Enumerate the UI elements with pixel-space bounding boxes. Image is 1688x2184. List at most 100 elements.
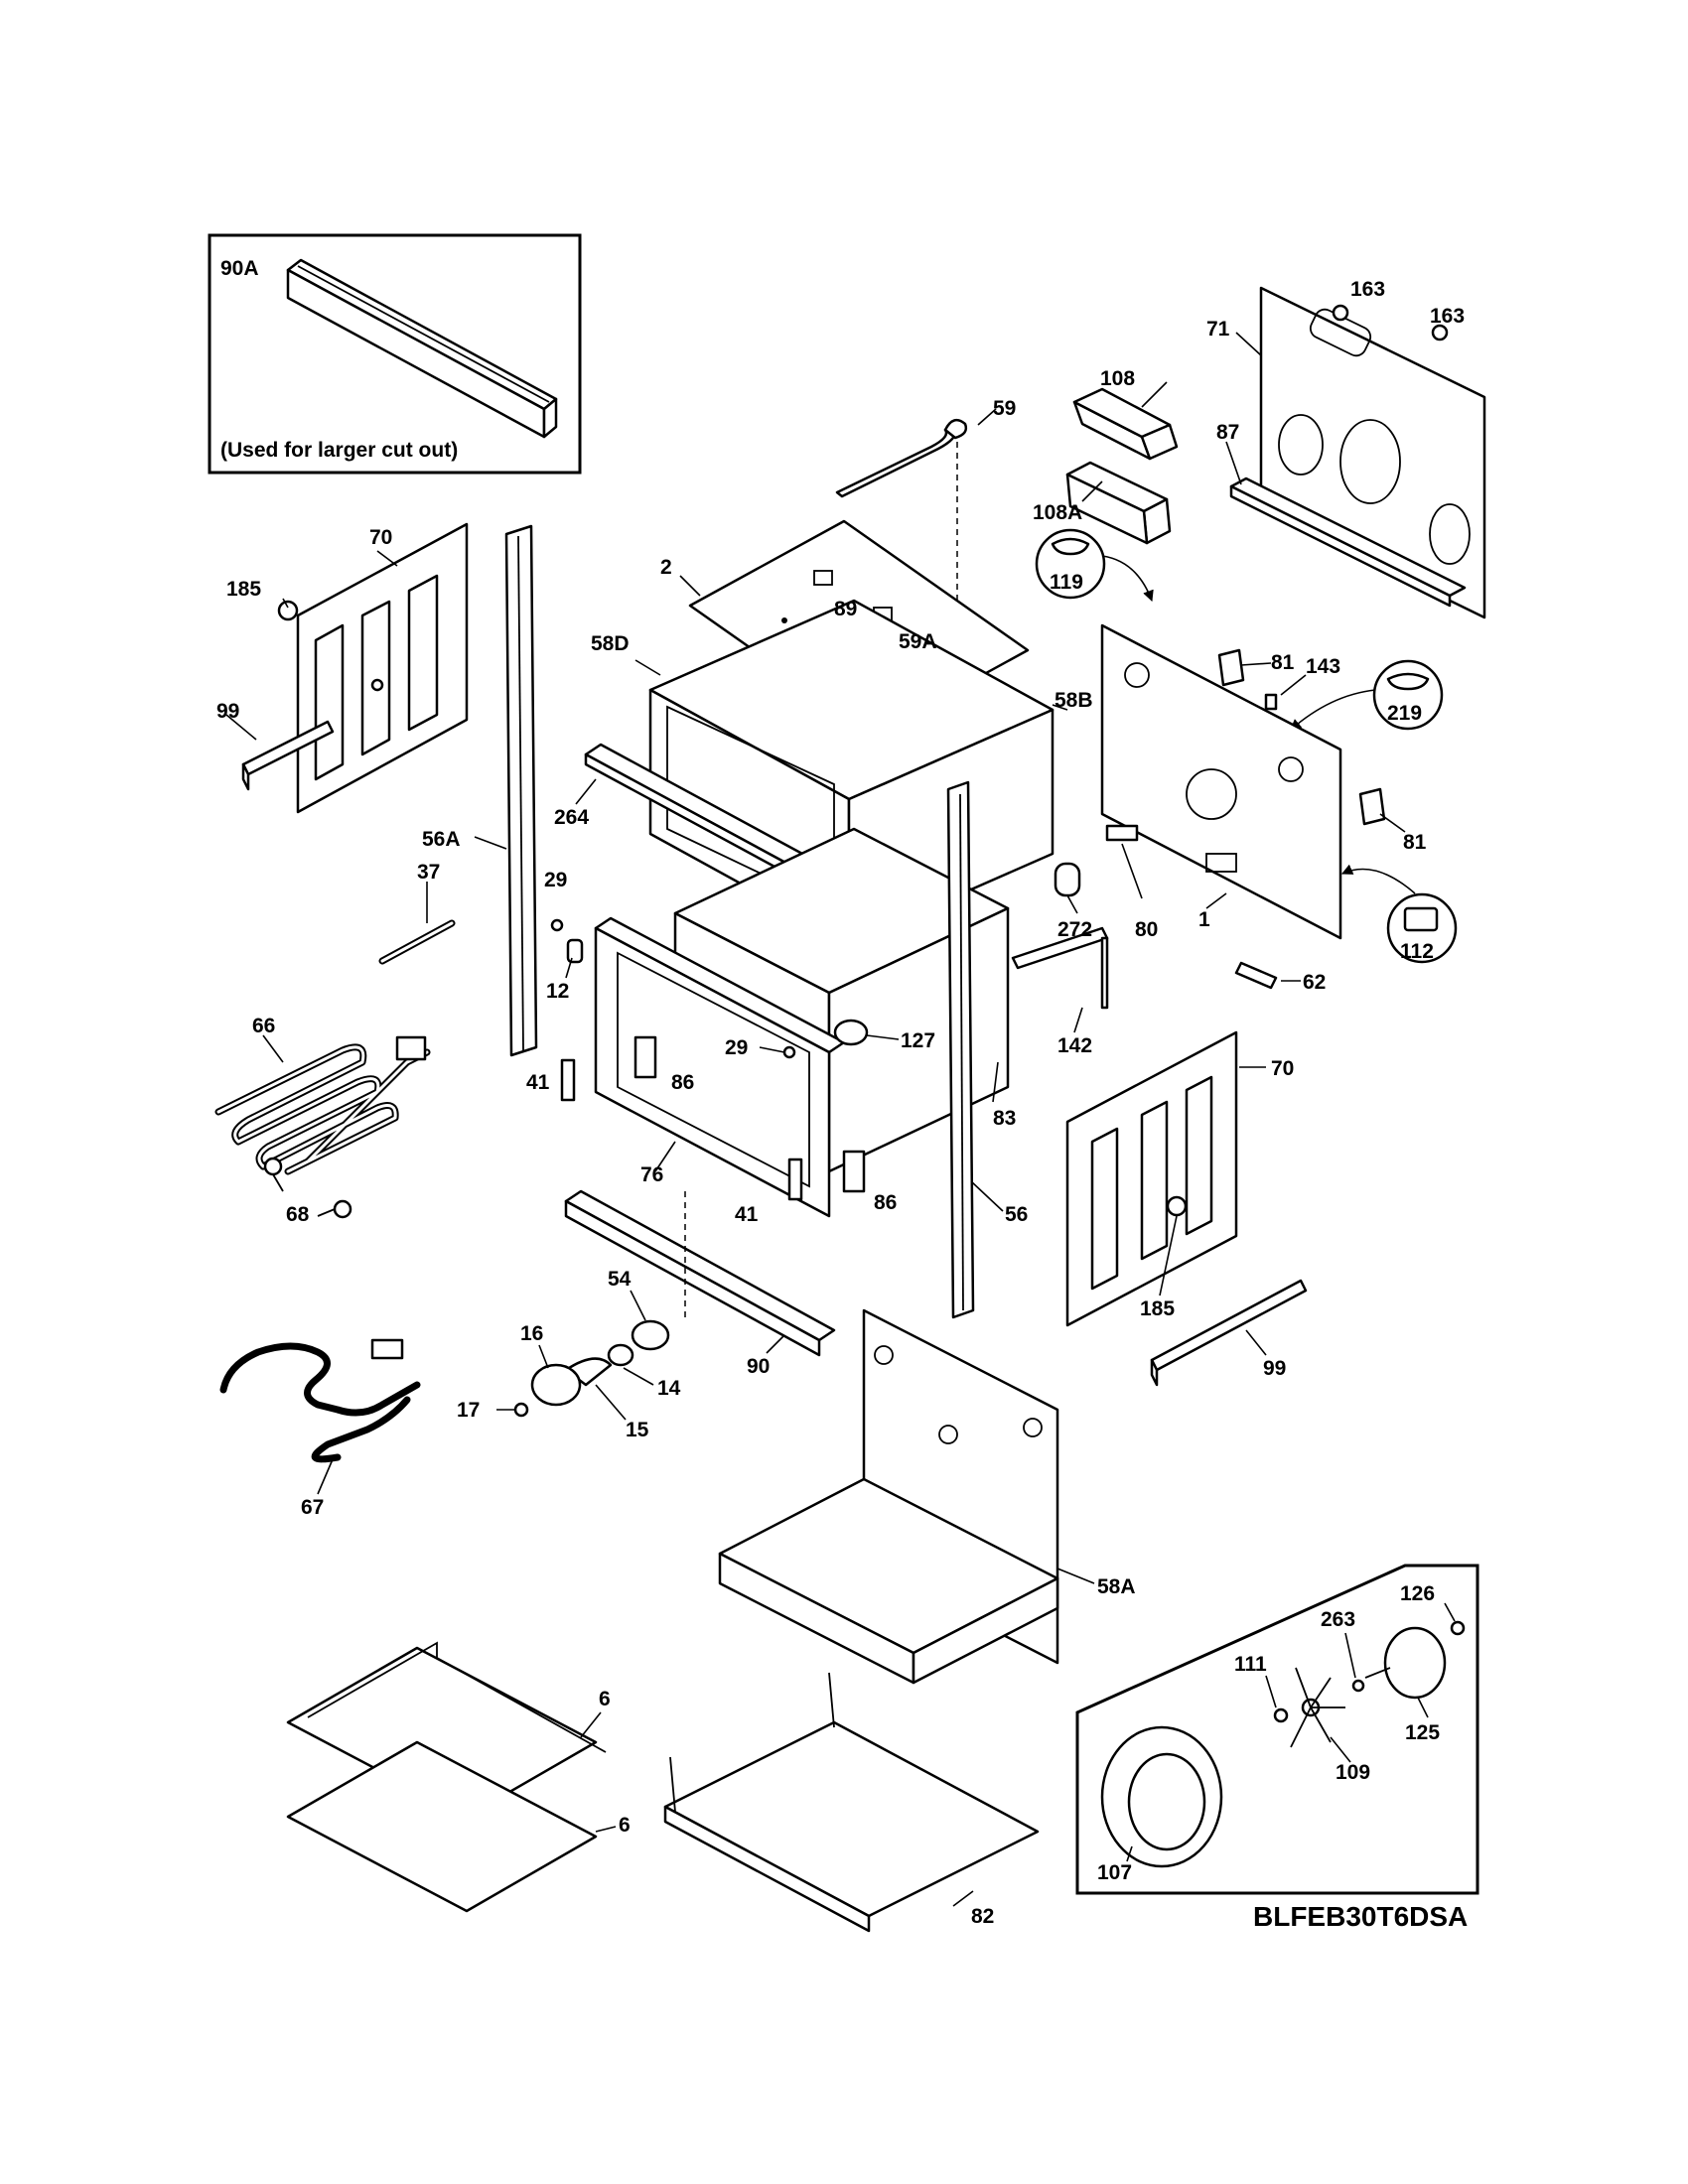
label-80: 80 bbox=[1135, 918, 1158, 941]
part-111-nut bbox=[1265, 1675, 1289, 1723]
part-6-rack-lower bbox=[286, 1740, 617, 1913]
label-87: 87 bbox=[1216, 421, 1239, 444]
label-29b: 29 bbox=[725, 1036, 748, 1059]
label-76: 76 bbox=[640, 1163, 663, 1186]
label-109: 109 bbox=[1336, 1761, 1370, 1784]
label-58B: 58B bbox=[1055, 689, 1093, 712]
label-119: 119 bbox=[1050, 571, 1083, 594]
label-29a: 29 bbox=[544, 869, 567, 891]
label-58D: 58D bbox=[591, 632, 630, 655]
part-56A-rail bbox=[474, 524, 538, 1057]
label-272: 272 bbox=[1057, 918, 1092, 941]
label-219: 219 bbox=[1387, 702, 1422, 725]
callout-219 bbox=[1290, 659, 1444, 731]
callout-119 bbox=[1035, 528, 1154, 603]
label-54: 54 bbox=[608, 1268, 632, 1291]
label-142: 142 bbox=[1057, 1034, 1092, 1057]
fan-inset-box bbox=[1075, 1564, 1479, 1895]
part-29-screw-a bbox=[550, 918, 564, 932]
label-99b: 99 bbox=[1263, 1357, 1286, 1380]
part-29-screw-b bbox=[759, 1045, 796, 1059]
part-99-right-strip bbox=[1150, 1279, 1308, 1387]
label-86a: 86 bbox=[671, 1071, 694, 1094]
part-70-right-panel bbox=[1065, 1030, 1266, 1327]
label-56A: 56A bbox=[422, 828, 461, 851]
part-108A-bracket bbox=[1065, 461, 1172, 545]
label-66: 66 bbox=[252, 1015, 275, 1037]
label-62: 62 bbox=[1303, 971, 1326, 994]
label-86b: 86 bbox=[874, 1191, 897, 1214]
part-90-trim bbox=[564, 1189, 836, 1357]
part-37-sensor bbox=[378, 882, 456, 965]
part-109-fan-blade bbox=[1290, 1667, 1351, 1763]
label-143: 143 bbox=[1306, 655, 1340, 678]
part-68-screws bbox=[263, 1157, 352, 1219]
label-1: 1 bbox=[1198, 908, 1210, 931]
label-6a: 6 bbox=[599, 1688, 611, 1710]
label-127: 127 bbox=[901, 1029, 935, 1052]
label-70b: 70 bbox=[1271, 1057, 1294, 1080]
label-89: 89 bbox=[834, 598, 857, 620]
label-81b: 81 bbox=[1403, 831, 1427, 854]
part-263-washer bbox=[1344, 1632, 1365, 1693]
label-82: 82 bbox=[971, 1905, 994, 1928]
label-15: 15 bbox=[626, 1419, 649, 1441]
inset-note: (Used for larger cut out) bbox=[220, 439, 458, 462]
label-71: 71 bbox=[1206, 318, 1230, 341]
label-41a: 41 bbox=[526, 1071, 550, 1094]
label-90: 90 bbox=[747, 1355, 770, 1378]
inset-box-90A: 90A (Used for larger cut out) bbox=[208, 233, 582, 475]
label-99a: 99 bbox=[216, 700, 239, 723]
part-83-rail bbox=[992, 1061, 999, 1103]
label-68: 68 bbox=[286, 1203, 310, 1226]
part-143-clip bbox=[1264, 674, 1307, 711]
part-62-connector bbox=[1234, 961, 1301, 990]
label-108: 108 bbox=[1100, 367, 1135, 390]
label-125: 125 bbox=[1405, 1721, 1440, 1744]
part-light-assembly bbox=[496, 1191, 686, 1421]
label-59A: 59A bbox=[899, 630, 937, 653]
part-70-left-panel bbox=[277, 522, 469, 814]
part-125-motor bbox=[1364, 1626, 1447, 1718]
label-67: 67 bbox=[301, 1496, 324, 1519]
label-90A: 90A bbox=[220, 257, 259, 280]
part-67-bake-element bbox=[219, 1338, 421, 1495]
part-76-door-frame bbox=[594, 916, 846, 1218]
label-41b: 41 bbox=[735, 1203, 759, 1226]
label-58A: 58A bbox=[1097, 1575, 1136, 1598]
label-185a: 185 bbox=[226, 578, 261, 601]
label-263: 263 bbox=[1321, 1608, 1355, 1631]
label-112: 112 bbox=[1400, 940, 1434, 963]
label-264: 264 bbox=[554, 806, 589, 829]
part-99-left-strip bbox=[225, 714, 335, 791]
part-71-back-panel bbox=[1235, 286, 1486, 619]
label-83: 83 bbox=[993, 1107, 1016, 1130]
part-81-brackets bbox=[1217, 648, 1406, 833]
part-107-fan-cover bbox=[1100, 1725, 1223, 1868]
label-108A: 108A bbox=[1033, 501, 1082, 524]
part-66-broil-element bbox=[214, 1034, 431, 1175]
part-142-strip bbox=[1011, 926, 1109, 1033]
label-111: 111 bbox=[1234, 1653, 1267, 1676]
part-127-thermostat bbox=[833, 1019, 900, 1046]
label-185b: 185 bbox=[1140, 1297, 1175, 1320]
callout-112 bbox=[1340, 864, 1458, 964]
label-107: 107 bbox=[1097, 1861, 1132, 1884]
label-2: 2 bbox=[660, 556, 672, 579]
label-126: 126 bbox=[1400, 1582, 1435, 1605]
part-41-86-hinges bbox=[560, 1035, 866, 1201]
label-16: 16 bbox=[520, 1322, 543, 1345]
label-163b: 163 bbox=[1430, 305, 1465, 328]
label-81a: 81 bbox=[1271, 651, 1295, 674]
label-14: 14 bbox=[657, 1377, 681, 1400]
label-56: 56 bbox=[1005, 1203, 1028, 1226]
label-163a: 163 bbox=[1350, 278, 1385, 301]
part-12-bushing bbox=[565, 938, 584, 979]
label-59: 59 bbox=[993, 397, 1016, 420]
model-number: BLFEB30T6DSA bbox=[1253, 1901, 1468, 1932]
part-58A-bottom bbox=[718, 1308, 1095, 1685]
part-82-tray bbox=[663, 1672, 1040, 1933]
part-80-part bbox=[1105, 824, 1143, 899]
part-87-strip bbox=[1225, 441, 1467, 608]
